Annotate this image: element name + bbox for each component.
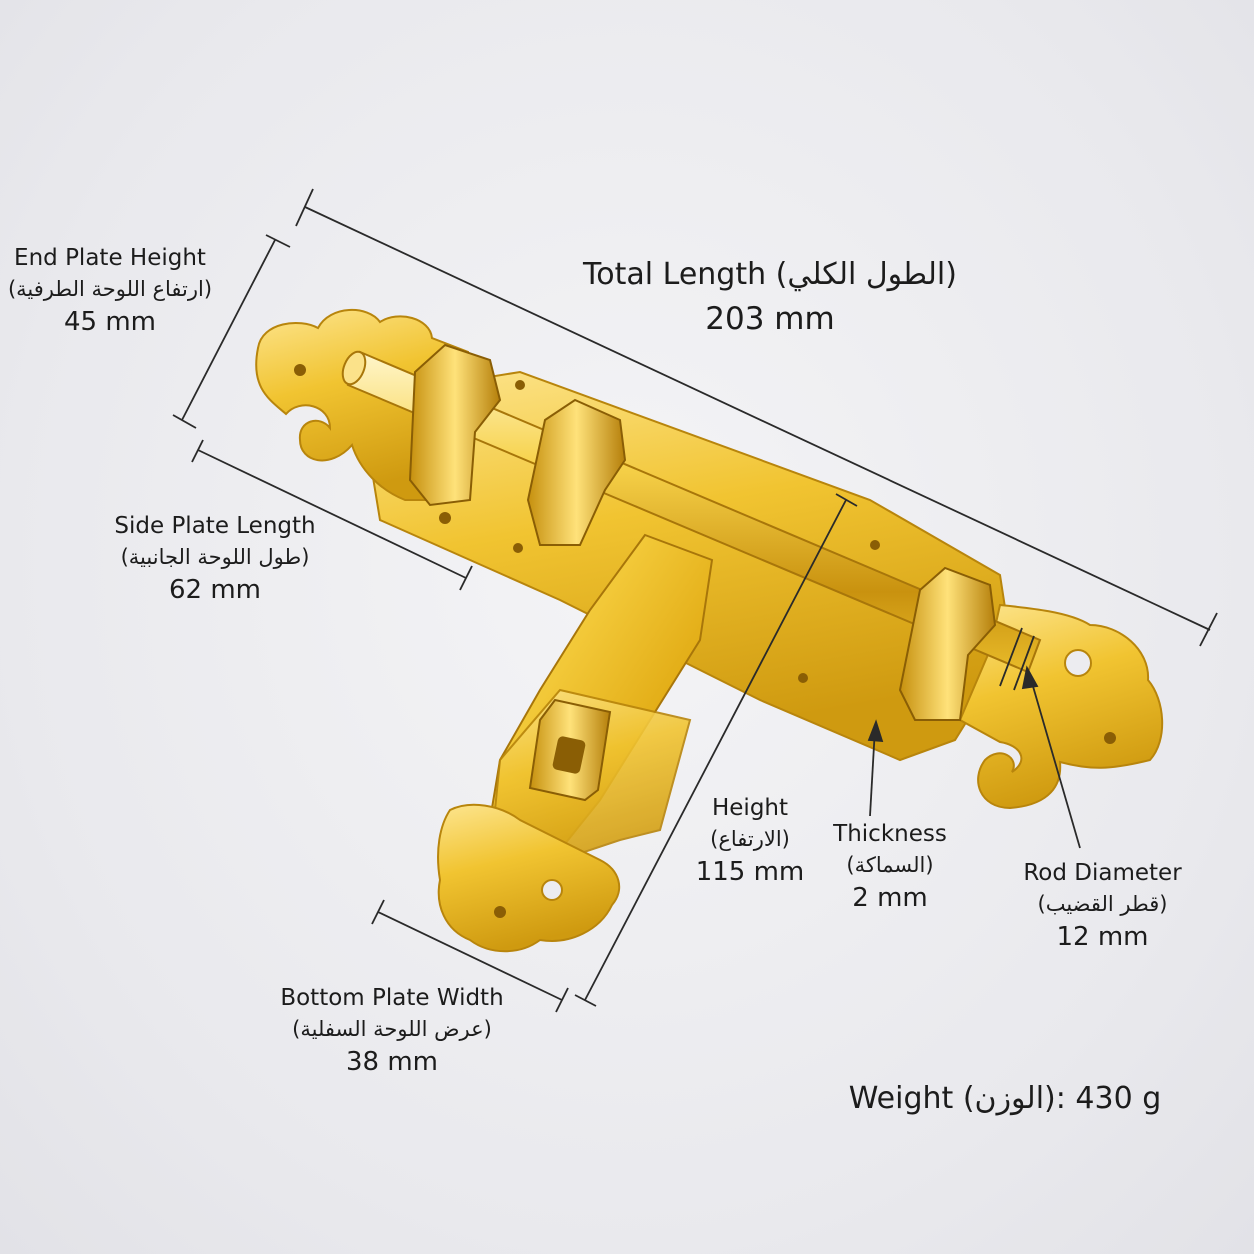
- label-end-plate-height: End Plate Height (ارتفاع اللوحة الطرفية)…: [5, 242, 215, 341]
- end-plate-height-value: 45 mm: [63, 307, 156, 338]
- dim-line-bottom-plate-width: [371, 899, 569, 1013]
- screw-hole: [870, 540, 880, 550]
- label-side-plate-length: Side Plate Length (طول اللوحة الجانبية) …: [90, 510, 340, 609]
- weight-line: Weight (الوزن): 430 g: [848, 1081, 1162, 1116]
- dim-line-side-plate-length: [191, 439, 473, 591]
- bottom-plate-width-value: 38 mm: [345, 1047, 438, 1078]
- dimension-lines: [172, 188, 1218, 1013]
- dim-line-rod-diameter: [999, 627, 1035, 691]
- rod-diameter-title-ar: (قطر القضيب): [1037, 891, 1168, 916]
- dim-line-end-plate-height: [172, 234, 291, 429]
- bottom-plate-width-title-ar: (عرض اللوحة السفلية): [292, 1016, 492, 1041]
- rod-diameter-title: Rod Diameter: [1023, 860, 1182, 886]
- guide-block-3: [898, 566, 997, 721]
- screw-hole: [541, 879, 563, 901]
- side-plate-length-title-ar: (طول اللوحة الجانبية): [120, 544, 310, 569]
- side-plate-length-value: 62 mm: [168, 575, 261, 606]
- screw-hole: [1064, 649, 1092, 677]
- guide-block-1: [408, 343, 502, 507]
- screw-hole: [294, 364, 306, 376]
- total-length-title: Total Length (الطول الكلي): [583, 257, 957, 292]
- label-bottom-plate-width: Bottom Plate Width (عرض اللوحة السفلية) …: [262, 982, 522, 1081]
- label-height: Height (الارتفاع) 115 mm: [680, 792, 820, 891]
- screw-hole: [439, 512, 451, 524]
- padlock-staple: [528, 698, 612, 802]
- total-length-value: 203 mm: [705, 300, 835, 337]
- weight-value: 430 g: [1075, 1081, 1162, 1116]
- screw-hole: [515, 380, 525, 390]
- dim-line-total-length: [295, 188, 1218, 647]
- label-thickness: Thickness (السماكة) 2 mm: [815, 818, 965, 917]
- thickness-value: 2 mm: [852, 883, 928, 914]
- height-title: Height: [711, 795, 789, 821]
- guide-block-2: [526, 398, 627, 546]
- end-plate-height-title-ar: (ارتفاع اللوحة الطرفية): [7, 276, 213, 301]
- leader-rod-diameter: [1021, 665, 1081, 849]
- label-rod-diameter: Rod Diameter (قطر القضيب) 12 mm: [1010, 857, 1195, 956]
- dim-line-height: [574, 493, 858, 1007]
- side-plate-length-title: Side Plate Length: [114, 513, 316, 539]
- height-title-ar: (الارتفاع): [710, 826, 790, 851]
- end-plate-height-title: End Plate Height: [14, 245, 206, 271]
- screw-hole: [494, 906, 506, 918]
- height-value: 115 mm: [695, 857, 805, 888]
- brass-latch: [255, 309, 1164, 953]
- label-weight: Weight (الوزن): 430 g: [840, 1078, 1170, 1121]
- screw-hole: [798, 673, 808, 683]
- label-total-length: Total Length (الطول الكلي) 203 mm: [560, 254, 980, 341]
- rod-diameter-value: 12 mm: [1056, 922, 1149, 953]
- leader-thickness: [867, 719, 884, 817]
- thickness-title: Thickness: [833, 821, 947, 847]
- bottom-plate: [437, 803, 621, 953]
- thickness-title-ar: (السماكة): [846, 852, 934, 877]
- screw-hole: [513, 543, 523, 553]
- screw-hole: [1104, 732, 1116, 744]
- bottom-plate-width-title: Bottom Plate Width: [280, 985, 504, 1011]
